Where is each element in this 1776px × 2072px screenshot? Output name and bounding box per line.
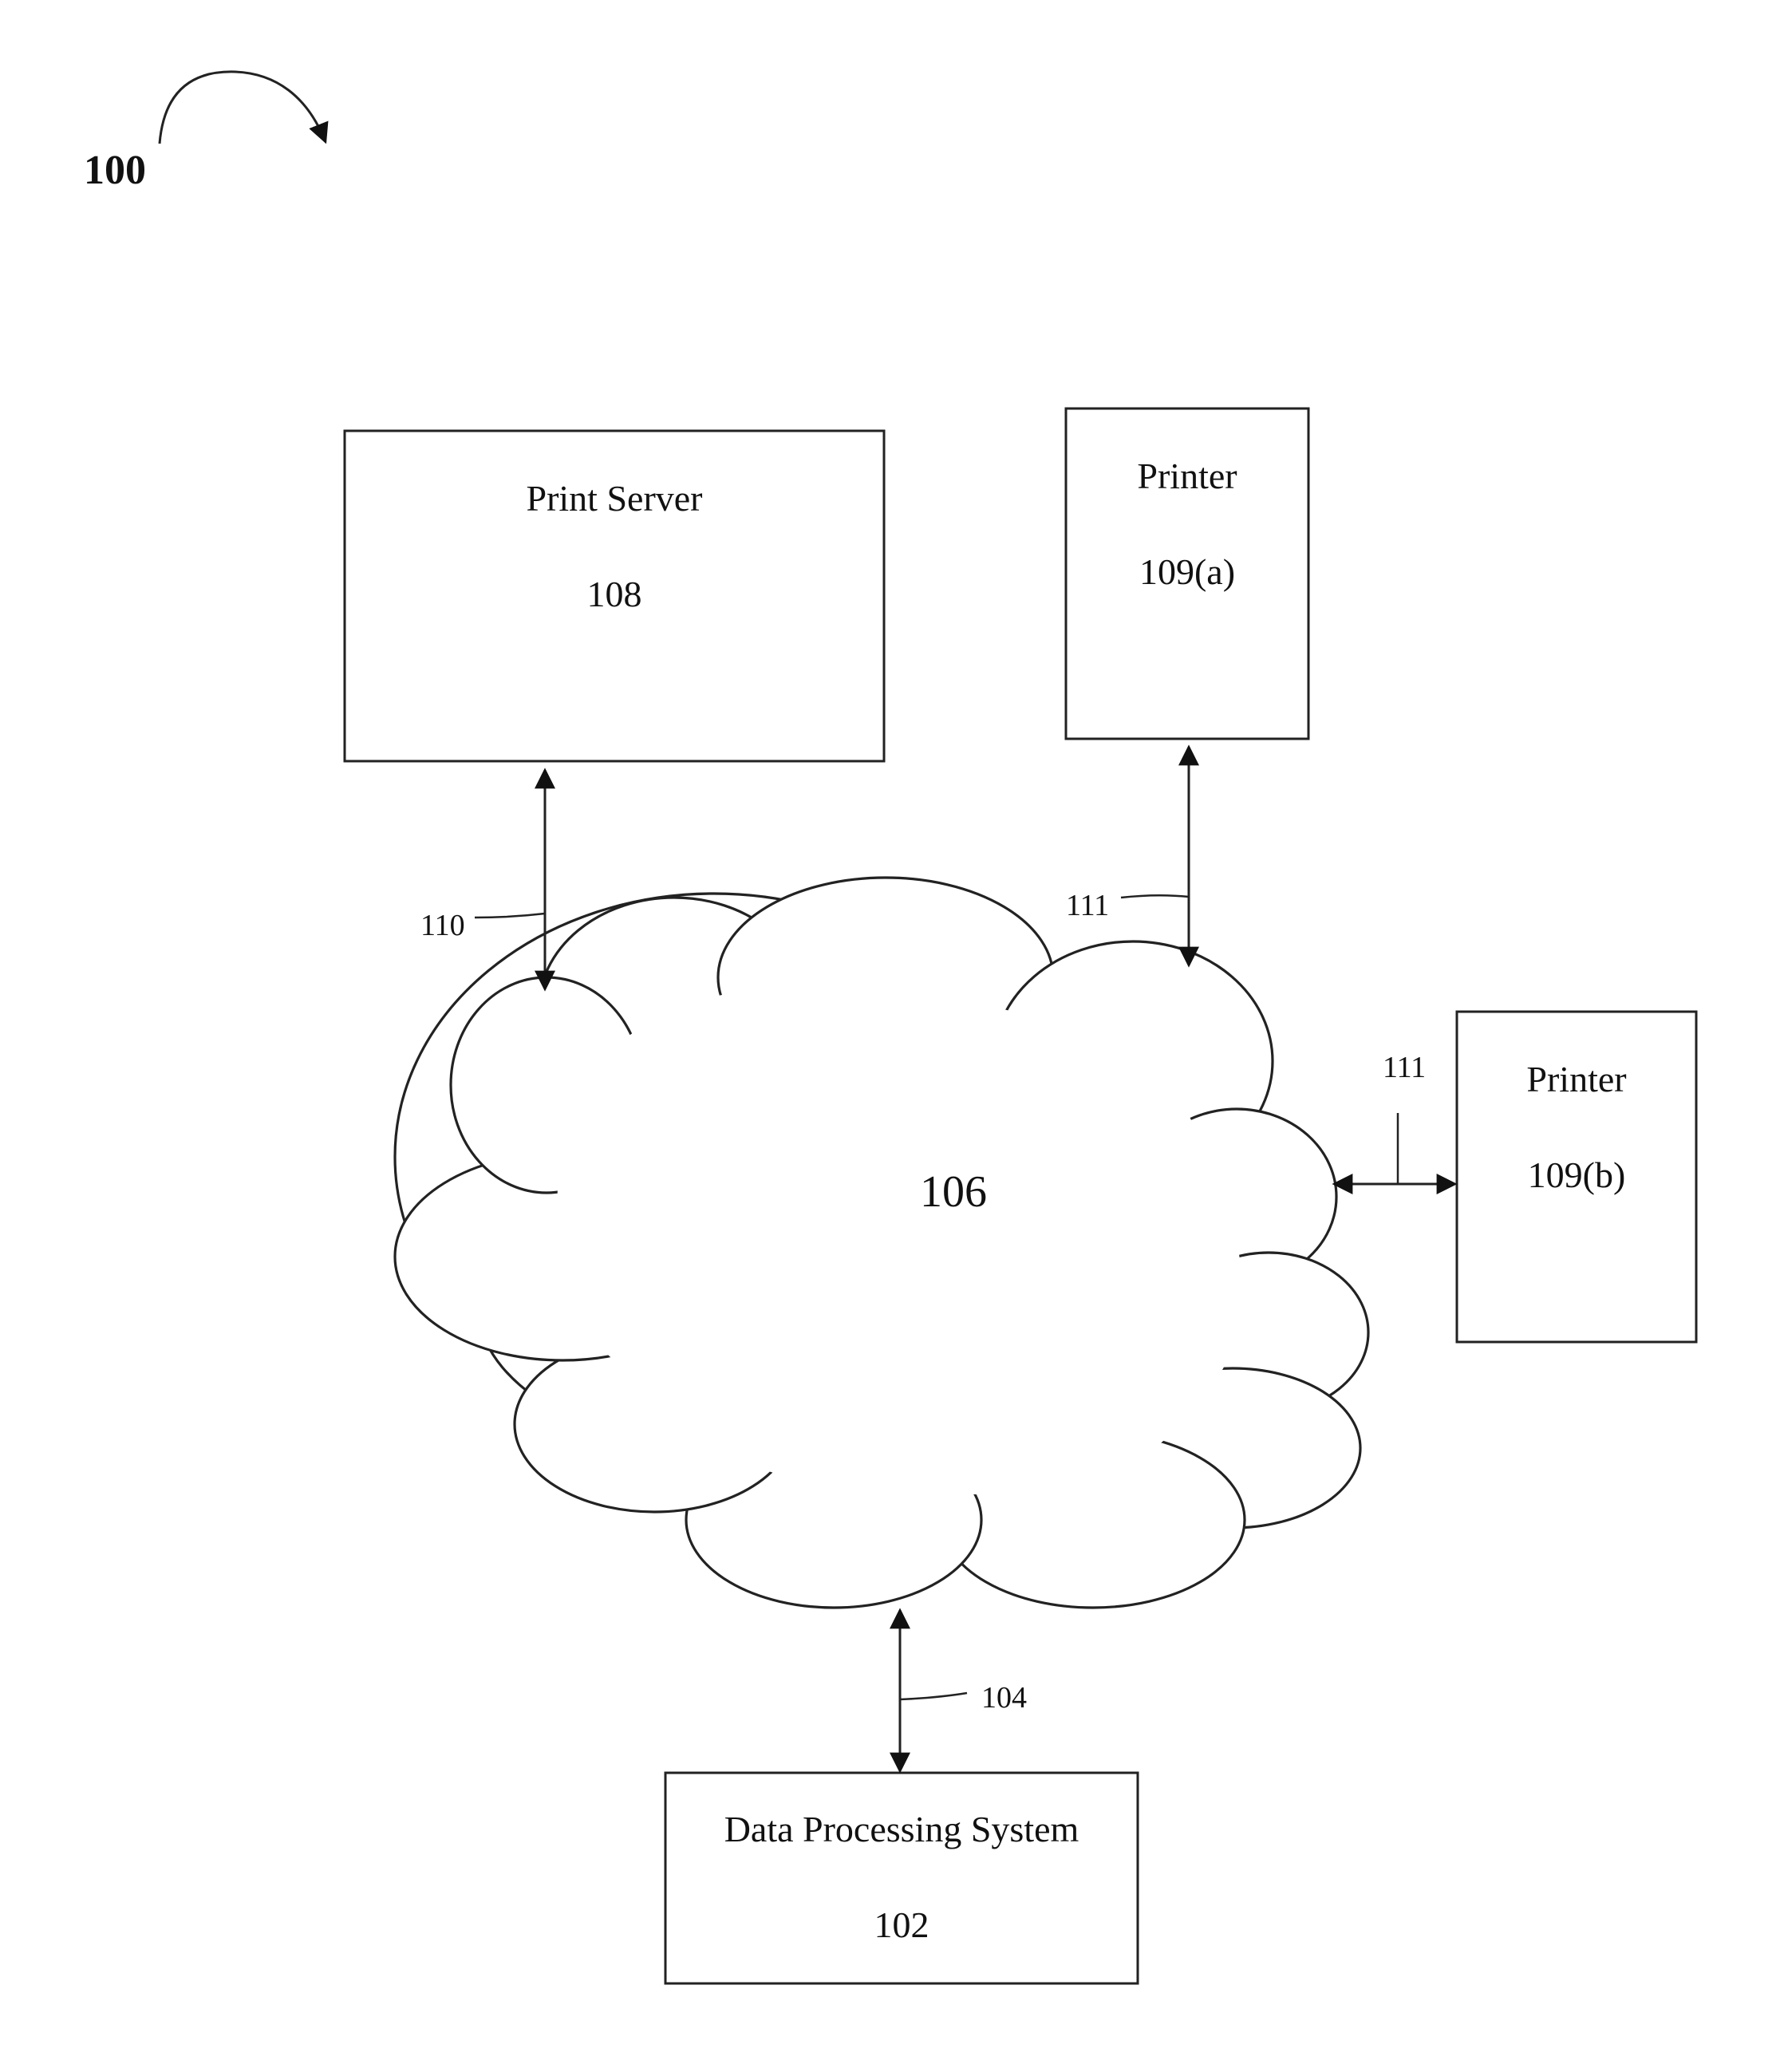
connection-104-ref: 104 <box>981 1681 1027 1715</box>
figure-pointer-arrow <box>160 72 326 144</box>
printer-a-title: Printer <box>1137 456 1237 496</box>
print-server-title: Print Server <box>526 478 702 519</box>
printer-b-title: Printer <box>1526 1059 1626 1099</box>
print-server-node: Print Server 108 <box>345 431 884 761</box>
connection-110-ref: 110 <box>420 909 465 942</box>
network-ref: 106 <box>920 1167 987 1217</box>
printer-b-ref: 109(b) <box>1528 1154 1626 1195</box>
data-processing-system-ref: 102 <box>874 1904 929 1945</box>
network-cloud: 106 <box>395 878 1368 1608</box>
connection-111-b-ref: 111 <box>1383 1051 1426 1084</box>
figure-label: 100 <box>84 148 146 193</box>
printer-a-node: Printer 109(a) <box>1066 408 1308 739</box>
printer-a-ref: 109(a) <box>1139 551 1235 592</box>
connection-104: 104 <box>900 1610 1027 1771</box>
printer-b-node: Printer 109(b) <box>1457 1012 1696 1342</box>
print-server-ref: 108 <box>587 574 642 614</box>
connection-111-a: 111 <box>1066 747 1189 965</box>
connection-111-a-ref: 111 <box>1066 889 1109 922</box>
connection-111-b: 111 <box>1334 1051 1455 1184</box>
data-processing-system-node: Data Processing System 102 <box>665 1773 1138 1983</box>
data-processing-system-title: Data Processing System <box>724 1809 1079 1849</box>
